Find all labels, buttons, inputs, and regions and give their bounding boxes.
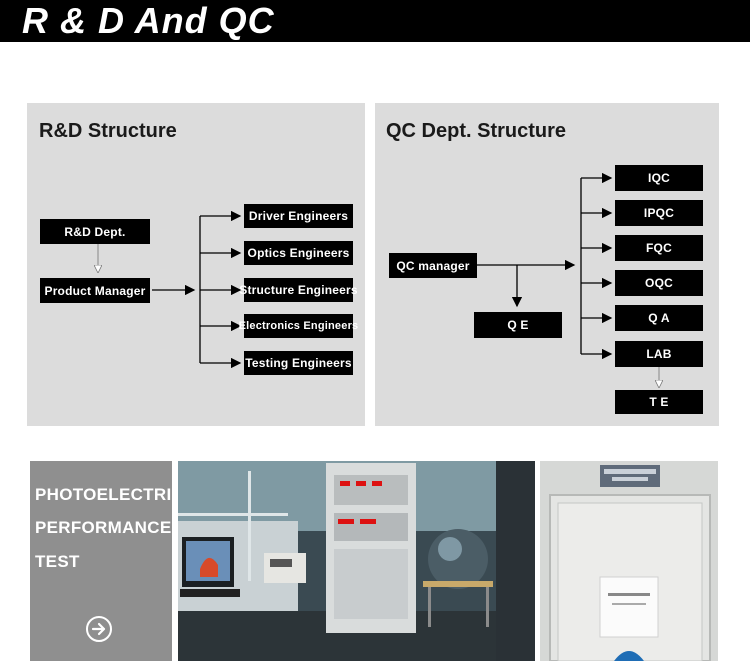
rd-structure-title: R&D Structure: [39, 120, 177, 142]
product-manager-box: Product Manager: [40, 278, 150, 303]
structure-engineers-box: Structure Engineers: [239, 278, 358, 302]
te-box: T E: [615, 390, 703, 414]
rd-dept-box: R&D Dept.: [40, 219, 150, 244]
testing-engineers-box: Testing Engineers: [244, 351, 353, 375]
electronics-engineers-box: Electronics Engineers: [239, 314, 358, 338]
ipqc-box: IPQC: [615, 200, 703, 226]
arrow-right-icon[interactable]: [86, 616, 112, 642]
lab-equipment-photo: [178, 461, 535, 661]
optics-engineers-box: Optics Engineers: [244, 241, 353, 265]
photoelectric-test-tile[interactable]: PHOTOELECTRIC PERFORMANCE TEST: [30, 461, 184, 661]
qe-box: Q E: [474, 312, 562, 338]
page-title: R & D And QC: [22, 0, 275, 41]
oqc-box: OQC: [615, 270, 703, 296]
iqc-box: IQC: [615, 165, 703, 191]
qc-manager-box: QC manager: [389, 253, 477, 278]
qc-structure-title: QC Dept. Structure: [386, 120, 567, 142]
ies-lab-door-photo: [540, 461, 718, 661]
header-banner: R & D And QC: [0, 0, 750, 42]
qa-box: Q A: [615, 305, 703, 331]
fqc-box: FQC: [615, 235, 703, 261]
caption-line-1: PHOTOELECTRIC: [35, 485, 185, 504]
caption-line-3: TEST: [35, 552, 80, 571]
driver-engineers-box: Driver Engineers: [244, 204, 353, 228]
lab-box: LAB: [615, 341, 703, 367]
caption-line-2: PERFORMANCE: [35, 518, 172, 537]
